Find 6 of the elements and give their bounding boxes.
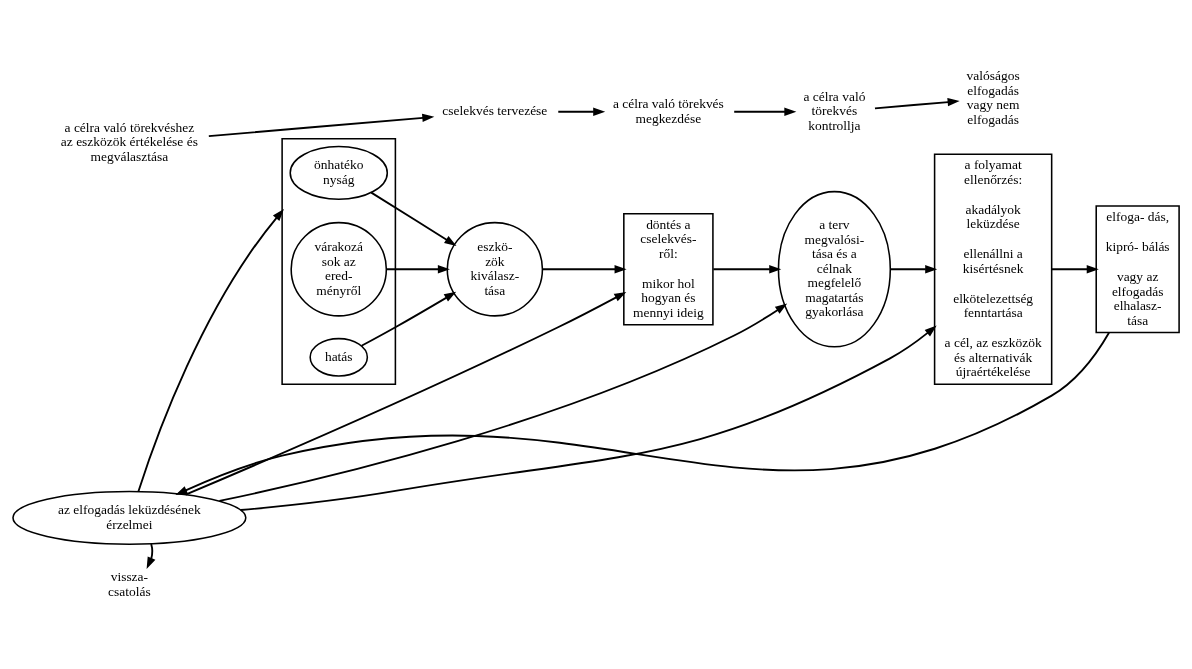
node-text: a célra való törekvéshez az eszközök értékelése és megválasztása bbox=[60, 119, 198, 164]
node-text: a célra való törekvés kontrollja bbox=[803, 88, 866, 133]
node-text: vissza- csatolás bbox=[108, 569, 151, 599]
node-text: a célra való törekvés megkezdése bbox=[612, 96, 724, 126]
node-text: cselekvés tervezése bbox=[442, 103, 548, 119]
node-text: valóságos elfogadás vagy nem elfogadás bbox=[966, 68, 1020, 127]
